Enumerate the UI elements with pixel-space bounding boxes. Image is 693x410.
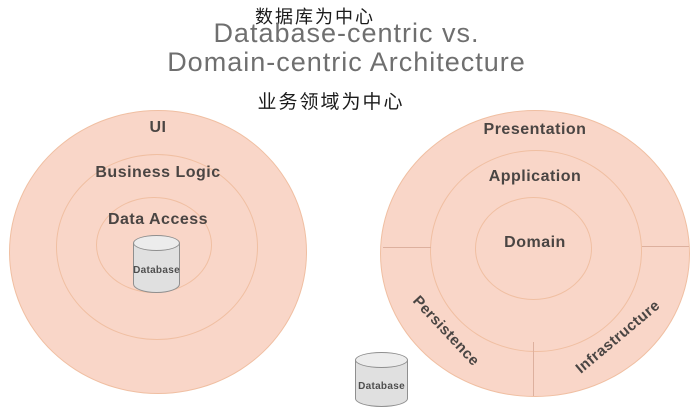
ring-label-presentation: Presentation bbox=[483, 121, 587, 138]
database-centric-diagram: UI Business Logic Data Access Database bbox=[9, 110, 307, 394]
segment-divider-bottom bbox=[533, 342, 534, 396]
domain-centric-diagram: Presentation Application Domain Persiste… bbox=[380, 110, 690, 397]
ring-label-business-logic: Business Logic bbox=[95, 164, 221, 181]
chinese-caption-database-centric: 数据库为中心 bbox=[255, 7, 375, 27]
external-database-cylinder-icon: Database bbox=[355, 352, 408, 407]
ring-label-application: Application bbox=[488, 168, 582, 185]
ring-label-data-access: Data Access bbox=[107, 211, 209, 228]
ring-label-domain: Domain bbox=[504, 234, 566, 251]
page-title: Database-centric vs. Domain-centric Arch… bbox=[0, 19, 693, 77]
right-inner-ring-circle bbox=[475, 197, 592, 300]
title-line-1: Database-centric vs. bbox=[213, 18, 480, 48]
external-database-cylinder-label: Database bbox=[358, 380, 405, 392]
segment-divider-right bbox=[642, 246, 689, 247]
chinese-caption-domain-centric: 业务领域为中心 bbox=[257, 92, 405, 113]
title-line-2: Domain-centric Architecture bbox=[167, 47, 526, 77]
database-cylinder-top bbox=[133, 235, 180, 251]
right-middle-ring-circle bbox=[430, 150, 642, 352]
database-cylinder-icon: Database bbox=[133, 235, 180, 293]
ring-label-ui: UI bbox=[149, 119, 167, 136]
database-cylinder-label: Database bbox=[133, 265, 180, 277]
left-middle-ring-circle bbox=[56, 154, 258, 340]
external-database-cylinder-top bbox=[355, 352, 408, 368]
segment-divider-left bbox=[383, 247, 431, 248]
